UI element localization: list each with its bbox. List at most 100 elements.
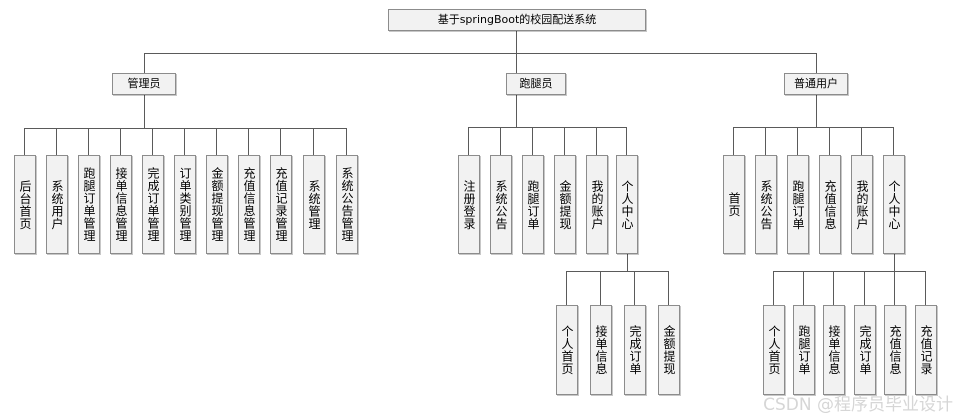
- node-user-child-4[interactable]: 充值信息: [819, 155, 841, 254]
- connector-admin-drop-5: [152, 128, 153, 155]
- node-admin-child-1-label: 后台首页: [18, 179, 32, 230]
- node-runner-child-5[interactable]: 我的账户: [586, 155, 608, 254]
- node-runner-center-child-2[interactable]: 接单信息: [590, 305, 612, 395]
- node-user-child-4-label: 充值信息: [823, 179, 837, 230]
- node-user-center-child-4[interactable]: 完成订单: [854, 305, 876, 395]
- connector-runner-drop-6: [626, 127, 627, 155]
- node-runner-child-2-label: 系统公告: [494, 179, 508, 230]
- connector-user-center-drop-4: [864, 271, 865, 305]
- node-user-child-2[interactable]: 系统公告: [755, 155, 777, 254]
- connector-level1-drop-runner: [516, 53, 517, 73]
- node-admin-child-7-label: 金额提现管理: [210, 167, 224, 242]
- node-admin-child-1[interactable]: 后台首页: [14, 155, 36, 254]
- node-user-child-1-label: 首页: [727, 192, 741, 217]
- connector-runner-bus: [468, 127, 626, 128]
- node-admin-child-2[interactable]: 系统用户: [46, 155, 68, 254]
- node-admin-child-3-label: 跑腿订单管理: [82, 167, 96, 242]
- node-runner-center-child-4-label: 金额提现: [662, 325, 676, 375]
- node-runner-child-3[interactable]: 跑腿订单: [522, 155, 544, 254]
- node-user-center-child-3-label: 接单信息: [827, 325, 841, 375]
- connector-runner-drop-2: [500, 127, 501, 155]
- node-user-center-child-3[interactable]: 接单信息: [823, 305, 845, 395]
- node-admin-child-5-label: 完成订单管理: [146, 167, 160, 242]
- node-runner-child-4[interactable]: 金额提现: [554, 155, 576, 254]
- node-user-center-child-6-label: 充值记录: [919, 325, 933, 375]
- node-user-center-child-1-label: 个人首页: [767, 325, 781, 375]
- connector-user-center-stem: [894, 254, 895, 271]
- node-runner-child-6[interactable]: 个人中心: [616, 155, 638, 254]
- node-admin-child-9[interactable]: 充值记录管理: [270, 155, 292, 254]
- node-admin-child-5[interactable]: 完成订单管理: [142, 155, 164, 254]
- node-runner-child-4-label: 金额提现: [558, 179, 572, 230]
- node-user-center-child-6[interactable]: 充值记录: [915, 305, 937, 395]
- node-branch-user[interactable]: 普通用户: [784, 73, 848, 95]
- connector-admin-bus: [24, 128, 346, 129]
- connector-runner-drop-3: [532, 127, 533, 155]
- connector-admin-drop-2: [56, 128, 57, 155]
- node-user-child-3[interactable]: 跑腿订单: [787, 155, 809, 254]
- node-admin-child-8[interactable]: 充值信息管理: [238, 155, 260, 254]
- connector-user-drop-3: [797, 127, 798, 155]
- node-admin-child-7[interactable]: 金额提现管理: [206, 155, 228, 254]
- connector-user-stem: [816, 95, 817, 127]
- connector-admin-stem: [144, 95, 145, 128]
- node-user-child-3-label: 跑腿订单: [791, 179, 805, 230]
- node-user-child-5-label: 我的账户: [855, 179, 869, 230]
- node-runner-child-3-label: 跑腿订单: [526, 179, 540, 230]
- node-runner-center-child-3[interactable]: 完成订单: [624, 305, 646, 395]
- connector-user-center-drop-3: [833, 271, 834, 305]
- connector-user-drop-4: [829, 127, 830, 155]
- node-user-center-child-5-label: 充值信息: [888, 325, 902, 375]
- connector-runner-center-drop-1: [566, 271, 567, 305]
- connector-level1-drop-user: [816, 53, 817, 73]
- node-root-label: 基于springBoot的校园配送系统: [437, 13, 597, 27]
- node-runner-center-child-1[interactable]: 个人首页: [556, 305, 578, 395]
- node-admin-child-6-label: 订单类别管理: [178, 167, 192, 242]
- connector-level1-drop-admin: [144, 53, 145, 73]
- node-branch-runner[interactable]: 跑腿员: [506, 73, 566, 95]
- connector-runner-center-drop-3: [634, 271, 635, 305]
- node-branch-admin[interactable]: 管理员: [112, 73, 176, 95]
- node-runner-center-child-4[interactable]: 金额提现: [658, 305, 680, 395]
- node-admin-child-11[interactable]: 系统公告管理: [336, 155, 358, 254]
- node-user-center-child-2[interactable]: 跑腿订单: [793, 305, 815, 395]
- node-admin-child-3[interactable]: 跑腿订单管理: [78, 155, 100, 254]
- connector-user-center-drop-6: [925, 271, 926, 305]
- connector-runner-stem: [516, 95, 517, 127]
- node-admin-child-6[interactable]: 订单类别管理: [174, 155, 196, 254]
- connector-admin-drop-9: [280, 128, 281, 155]
- node-user-center-child-5[interactable]: 充值信息: [884, 305, 906, 395]
- node-admin-child-4[interactable]: 接单信息管理: [110, 155, 132, 254]
- connector-user-drop-2: [765, 127, 766, 155]
- connector-user-center-drop-5: [894, 271, 895, 305]
- node-admin-child-10-label: 系统管理: [307, 179, 321, 230]
- node-user-child-1[interactable]: 首页: [723, 155, 745, 254]
- node-user-child-5[interactable]: 我的账户: [851, 155, 873, 254]
- connector-user-drop-1: [733, 127, 734, 155]
- connector-user-center-drop-2: [803, 271, 804, 305]
- node-user-center-child-2-label: 跑腿订单: [797, 325, 811, 375]
- node-user-center-child-1[interactable]: 个人首页: [763, 305, 785, 395]
- connector-admin-drop-11: [346, 128, 347, 155]
- connector-user-center-bus: [773, 271, 925, 272]
- connector-runner-drop-5: [596, 127, 597, 155]
- node-admin-child-10[interactable]: 系统管理: [303, 155, 325, 254]
- node-branch-runner-label: 跑腿员: [519, 77, 553, 91]
- node-branch-user-label: 普通用户: [794, 77, 838, 91]
- connector-admin-drop-3: [88, 128, 89, 155]
- node-runner-center-child-3-label: 完成订单: [628, 325, 642, 375]
- connector-admin-drop-8: [248, 128, 249, 155]
- node-runner-child-1[interactable]: 注册登录: [458, 155, 480, 254]
- node-runner-child-1-label: 注册登录: [462, 179, 476, 230]
- node-admin-child-4-label: 接单信息管理: [114, 167, 128, 242]
- node-runner-child-2[interactable]: 系统公告: [490, 155, 512, 254]
- node-admin-child-9-label: 充值记录管理: [274, 167, 288, 242]
- connector-admin-drop-1: [24, 128, 25, 155]
- node-runner-child-5-label: 我的账户: [590, 179, 604, 230]
- node-user-child-2-label: 系统公告: [759, 179, 773, 230]
- connector-admin-drop-10: [313, 128, 314, 155]
- node-user-child-6[interactable]: 个人中心: [883, 155, 905, 254]
- node-root[interactable]: 基于springBoot的校园配送系统: [388, 9, 646, 31]
- connector-runner-center-bus: [566, 271, 668, 272]
